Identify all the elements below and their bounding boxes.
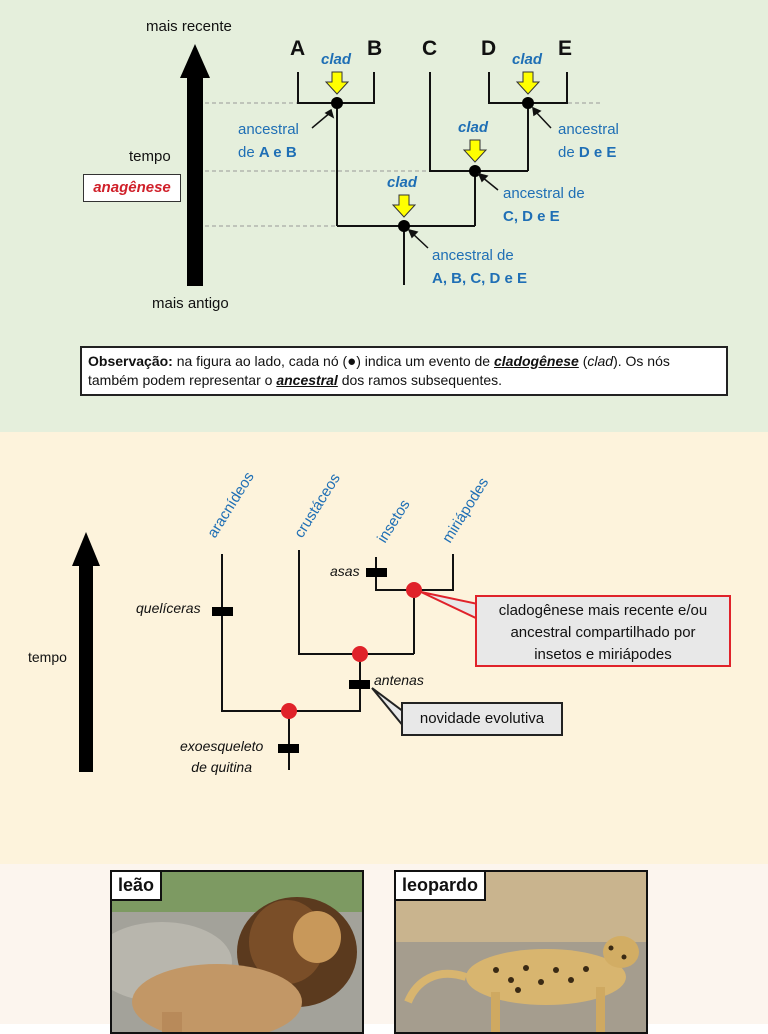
time-arrow-shaft-2 xyxy=(79,562,93,772)
clad-label-de: clad xyxy=(512,51,543,68)
arthropod-branches xyxy=(221,550,454,770)
time-arrow-shaft xyxy=(187,74,203,286)
clad-arrows xyxy=(324,71,541,218)
taxon-c: C xyxy=(422,37,438,60)
node-mandibulates xyxy=(352,646,368,662)
node-arthropods xyxy=(281,703,297,719)
observation-box: Observação: na figura ao lado, cada nó (… xyxy=(80,346,728,396)
trait-queliceras: quelíceras xyxy=(136,600,201,616)
lion-label: leão xyxy=(112,872,163,901)
node-ab xyxy=(331,97,343,109)
arthropod-tree-svg xyxy=(72,532,479,772)
callout-novidade: novidade evolutiva xyxy=(401,702,563,736)
cladogram-svg xyxy=(180,44,600,286)
ancestral-root-label: ancestral de A, B, C, D e E xyxy=(432,247,528,287)
node-de xyxy=(522,97,534,109)
taxon-a: A xyxy=(290,37,306,60)
cladogram-panel: mais recente mais antigo tempo anagênese… xyxy=(0,0,768,432)
lion-image xyxy=(112,872,362,1032)
trait-bars xyxy=(212,568,387,753)
callout-clado-pointer xyxy=(420,591,479,621)
clad-label-root: clad xyxy=(387,174,418,191)
node-bullet-icon: ● xyxy=(347,353,357,370)
ancestral-cde-label: ancestral de C, D e E xyxy=(503,185,585,225)
anagenese-box: anagênese xyxy=(83,174,181,202)
arthropod-panel: tempo aracnídeos crustáceos insetos miri… xyxy=(0,432,768,864)
leopard-photo: leopardo xyxy=(394,870,648,1034)
arrow-bottom-label: mais antigo xyxy=(152,295,229,312)
time-label-2: tempo xyxy=(28,649,67,665)
time-arrow-head-2 xyxy=(72,532,100,566)
taxon-b: B xyxy=(367,37,383,60)
clad-label-ab: clad xyxy=(321,51,352,68)
time-label: tempo xyxy=(129,148,171,165)
node-root xyxy=(398,220,410,232)
ancestral-de-label: ancestral de D e E xyxy=(558,121,619,161)
callout-novidade-pointer xyxy=(371,687,405,730)
node-cde xyxy=(469,165,481,177)
lion-photo: leão xyxy=(110,870,364,1034)
node-insects-myriapods xyxy=(406,582,422,598)
clad-label-cde: clad xyxy=(458,119,489,136)
pointer-arrows xyxy=(311,106,552,249)
trait-asas: asas xyxy=(330,563,360,579)
time-arrow-head xyxy=(180,44,210,78)
leopard-label: leopardo xyxy=(396,872,487,901)
taxon-e: E xyxy=(558,37,573,60)
taxon-d: D xyxy=(481,37,497,60)
arrow-top-label: mais recente xyxy=(146,18,232,35)
callout-cladogenese: cladogênese mais recente e/ou ancestral … xyxy=(475,595,731,667)
ancestral-ab-label: ancestral de A e B xyxy=(238,121,299,161)
trait-exoesqueleto: exoesqueleto de quitina xyxy=(180,738,264,775)
trait-antenas: antenas xyxy=(374,672,424,688)
